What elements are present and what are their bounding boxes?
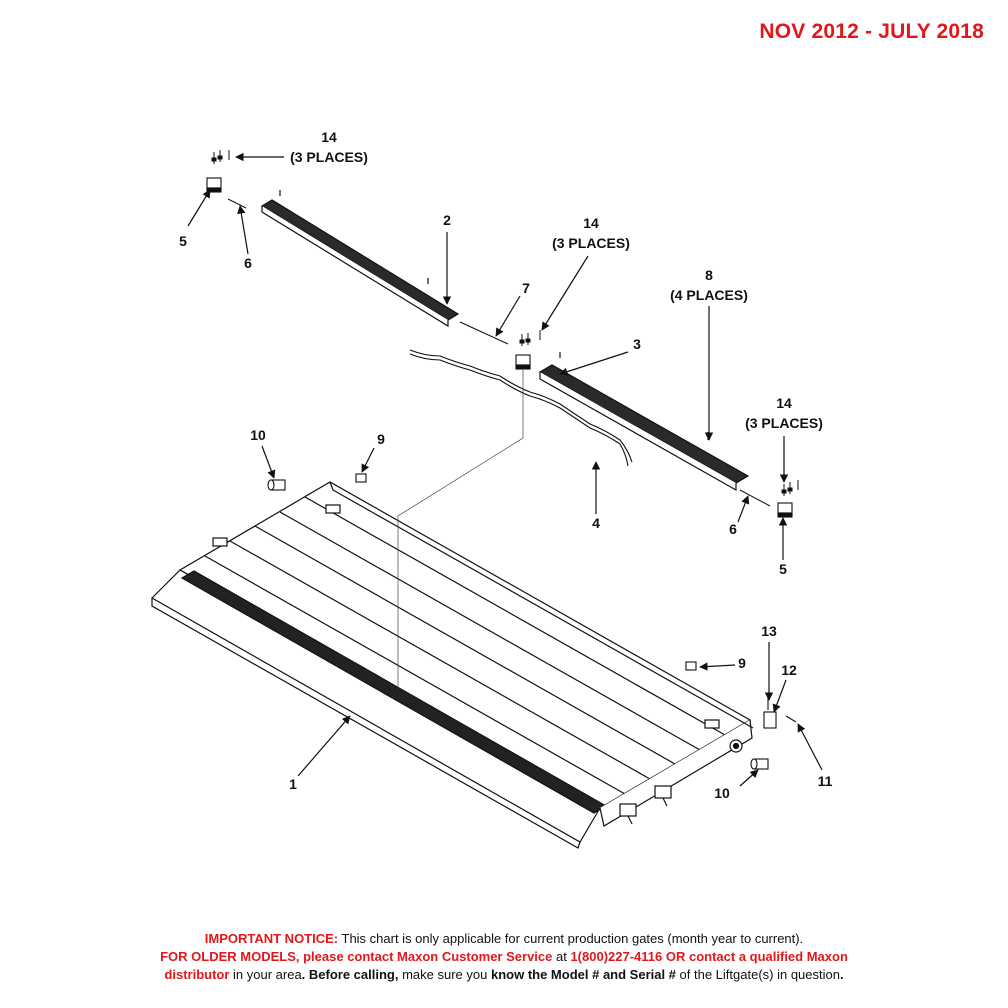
callout-5-left: 5 [179, 233, 187, 249]
notice-period: . [839, 967, 844, 982]
notice-liftgate: of the Liftgate(s) in question [675, 967, 840, 982]
callout-14-right: 14 [776, 395, 792, 411]
notice-older-models: FOR OLDER MODELS, please contact Maxon C… [160, 949, 553, 964]
notice-applicability: This chart is only applicable for curren… [338, 931, 804, 946]
notice-area: in your area [229, 967, 302, 982]
notice-model-serial: know the Model # and Serial # [490, 967, 676, 982]
notice-label: IMPORTANT NOTICE: [204, 931, 339, 946]
notice-line-1: IMPORTANT NOTICE: This chart is only app… [0, 930, 1008, 948]
callout-4: 4 [592, 515, 600, 531]
callout-8: 8 [705, 267, 713, 283]
callout-7: 7 [522, 280, 530, 296]
top-rail-left [260, 190, 460, 328]
screws-left [211, 150, 230, 164]
seal-strip [409, 349, 633, 467]
date-range-title: NOV 2012 - JULY 2018 [759, 20, 984, 43]
callout-14-left-places: (3 PLACES) [290, 149, 368, 165]
callout-13: 13 [761, 623, 777, 639]
important-notice: IMPORTANT NOTICE: This chart is only app… [0, 930, 1008, 984]
callout-1: 1 [289, 776, 297, 792]
end-cap-right [777, 502, 793, 518]
callout-6-left: 6 [244, 255, 252, 271]
callout-3: 3 [633, 336, 641, 352]
screws-right [781, 480, 799, 496]
notice-phone: 1(800)227-4116 OR contact a qualified Ma… [570, 949, 848, 964]
callout-12: 12 [781, 662, 797, 678]
callout-14-center: 14 [583, 215, 599, 231]
callout-6-right: 6 [729, 521, 737, 537]
end-cap-center [515, 354, 531, 370]
platform-assembly [151, 481, 754, 849]
callout-9-top: 9 [377, 431, 385, 447]
callout-2: 2 [443, 212, 451, 228]
top-rail-right [538, 352, 750, 492]
notice-distributor: distributor [164, 967, 230, 982]
callout-10-top: 10 [250, 427, 266, 443]
callout-14-left: 14 [321, 129, 337, 145]
callout-11: 11 [818, 773, 833, 789]
notice-at: at [552, 949, 571, 964]
notice-line-3: distributor in your area. Before calling… [0, 966, 1008, 984]
leader-lines [187, 152, 823, 787]
notice-before-calling: . Before calling, [301, 967, 399, 982]
end-cap-left [206, 177, 222, 193]
guide-lines [397, 370, 524, 690]
callout-14-center-places: (3 PLACES) [552, 235, 630, 251]
callout-9-bottom: 9 [738, 655, 746, 671]
callout-14-right-places: (3 PLACES) [745, 415, 823, 431]
callout-8-places: (4 PLACES) [670, 287, 748, 303]
callout-10-bottom: 10 [714, 785, 730, 801]
bushings [267, 473, 769, 770]
screws-center [519, 330, 541, 346]
callout-5-right: 5 [779, 561, 787, 577]
notice-make-sure: make sure you [398, 967, 491, 982]
notice-line-2: FOR OLDER MODELS, please contact Maxon C… [0, 948, 1008, 966]
